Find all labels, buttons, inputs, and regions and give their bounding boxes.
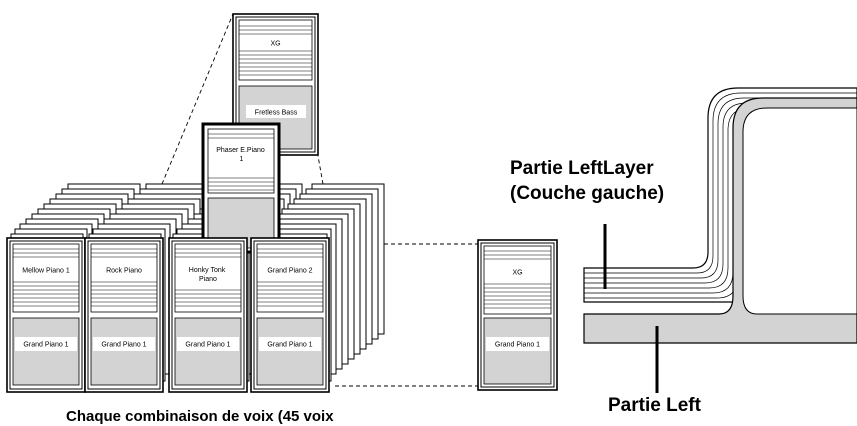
left-part-label: Partie Left (608, 395, 701, 416)
card-label-xg: XG (512, 270, 522, 277)
card-label-grand-piano-1: Grand Piano 1 (101, 342, 146, 349)
left-layer-label-line1: Partie LeftLayer (510, 158, 654, 179)
card-label-mellow-piano: Mellow Piano 1 (22, 268, 70, 275)
card-label-grand-piano-1: Grand Piano 1 (23, 342, 68, 349)
card-label-phaser-epiano: Phaser E.Piano 1 (216, 147, 267, 163)
voice-card-mellow: Mellow Piano 1 Grand Piano 1 (6, 237, 86, 393)
card-label-honky-tonk: Honky Tonk Piano (189, 267, 227, 283)
card-label-rock-piano: Rock Piano (106, 268, 142, 275)
card-label-grand-piano-1: Grand Piano 1 (185, 342, 230, 349)
projection-line (161, 13, 234, 185)
voice-card-highlighted: Phaser E.Piano 1 (201, 122, 281, 254)
card-label-grand-piano-2: Grand Piano 2 (267, 268, 312, 275)
card-label-grand-piano-1: Grand Piano 1 (495, 342, 540, 349)
left-layer-label-line2: (Couche gauche) (510, 183, 665, 204)
left-part (583, 97, 857, 344)
voice-card-honky-tonk: Honky Tonk Piano Grand Piano 1 (168, 237, 248, 393)
card-label-xg-top: XG (270, 41, 280, 48)
voice-card-combined: XG Grand Piano 1 (477, 239, 558, 391)
caption-text: Chaque combinaison de voix (45 voix (66, 408, 334, 425)
projection-line (317, 155, 324, 185)
card-label-grand-piano-1: Grand Piano 1 (267, 342, 312, 349)
card-label-fretless-bass: Fretless Bass (255, 110, 298, 117)
voice-card-rock: Rock Piano Grand Piano 1 (84, 237, 164, 393)
voice-stack: XG Fretless Bass (6, 13, 385, 393)
layer-parts-illustration (583, 87, 857, 393)
voice-card-grand-2: Grand Piano 2 Grand Piano 1 (250, 237, 330, 393)
